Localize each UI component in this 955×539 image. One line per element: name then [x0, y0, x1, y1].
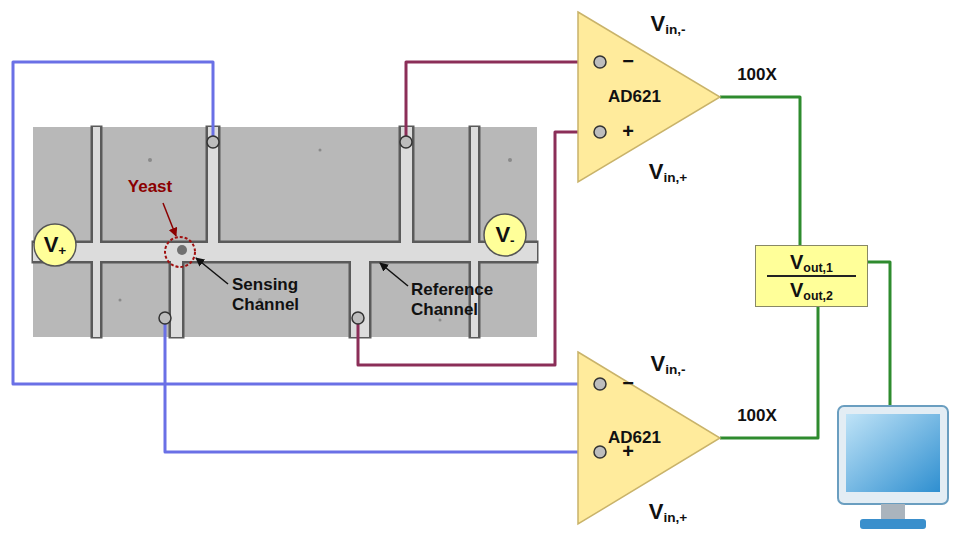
part-label: Yeast — [128, 177, 172, 197]
channel-fill — [33, 127, 537, 337]
part-name: AD621 — [608, 88, 661, 107]
blue-wire — [13, 62, 600, 384]
triangle-shape — [578, 352, 720, 524]
voltage-terminal: V+ — [33, 223, 77, 267]
pin-name: Vin,- — [650, 11, 685, 36]
terminal-name: V- — [495, 223, 514, 247]
signal-name: Vout,2 — [790, 279, 833, 301]
ratio-box: Vout,1Vout,2 — [755, 245, 868, 307]
electrode-pads — [159, 136, 412, 324]
amplifier-triangle: AD621 — [578, 352, 720, 524]
computer-monitor — [838, 406, 948, 529]
pin-sign: − — [622, 50, 634, 73]
leader-arrow — [163, 203, 176, 236]
yeast-highlight — [165, 237, 195, 267]
pin-name: Vin,+ — [649, 499, 688, 524]
purple-wire — [406, 62, 600, 142]
triangle-outline — [578, 352, 720, 524]
circle-shape — [34, 224, 76, 266]
triangle-shape — [578, 12, 720, 182]
channel-walls — [33, 127, 537, 337]
pin-name: Vin,- — [650, 351, 685, 376]
pin-sign: − — [622, 372, 634, 395]
green-wire — [868, 262, 890, 406]
signal-name: Vout,1 — [790, 251, 833, 273]
leader-arrow — [196, 258, 228, 284]
part-name: AD621 — [608, 429, 661, 448]
circle-outline — [33, 223, 77, 267]
leader-arrow — [380, 263, 408, 286]
pin-sign: + — [622, 120, 634, 143]
circle-outline — [483, 213, 527, 257]
microfluidic-chip — [33, 127, 537, 337]
gain-label: 100X — [737, 65, 777, 85]
part-label: Reference Channel — [411, 280, 507, 319]
fraction-bar — [767, 275, 856, 277]
amplifier-triangle: AD621 — [578, 12, 720, 182]
blue-wire — [165, 318, 600, 452]
gain-label: 100X — [737, 406, 777, 426]
yeast-cell — [177, 245, 187, 255]
purple-wire — [358, 132, 600, 365]
part-label: Sensing Channel — [232, 275, 314, 314]
terminal-name: V+ — [44, 233, 67, 257]
debris-spots — [119, 149, 513, 322]
triangle-outline — [578, 12, 720, 182]
pin-sign: + — [622, 440, 634, 463]
circle-shape — [484, 214, 526, 256]
signal-wire — [720, 97, 800, 245]
chip-background — [33, 127, 537, 337]
signal-wire — [720, 307, 818, 438]
pin-name: Vin,+ — [649, 159, 688, 184]
voltage-terminal: V- — [483, 213, 527, 257]
